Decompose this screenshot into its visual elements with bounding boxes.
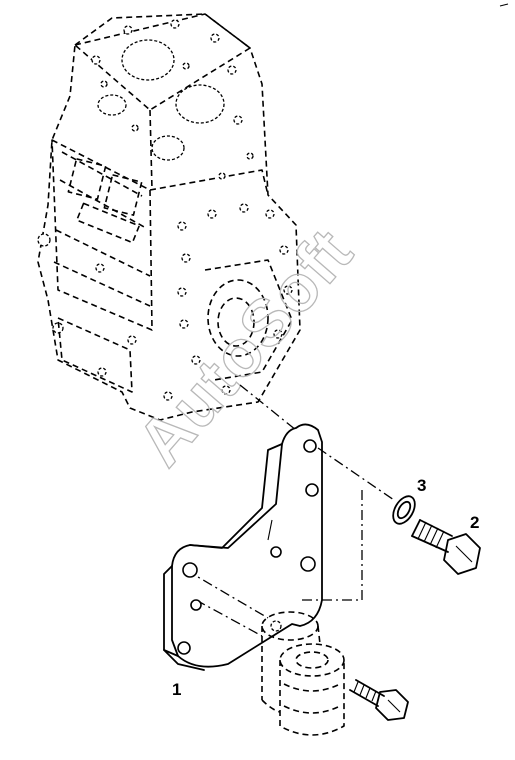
callout-3: 3 (417, 476, 426, 495)
lower-bolt (349, 679, 409, 721)
assembly-center-lines (185, 384, 395, 637)
mounting-bracket (163, 423, 323, 671)
bolt (411, 519, 481, 575)
engine-block (37, 13, 301, 421)
callout-labels: 1 2 3 (172, 476, 479, 699)
engine-mount-insulator (261, 611, 345, 736)
callout-1: 1 (172, 680, 181, 699)
washer (392, 495, 416, 525)
callout-2: 2 (470, 513, 479, 532)
corner-mark (499, 3, 509, 7)
watermark: AutoSoft (123, 214, 367, 479)
